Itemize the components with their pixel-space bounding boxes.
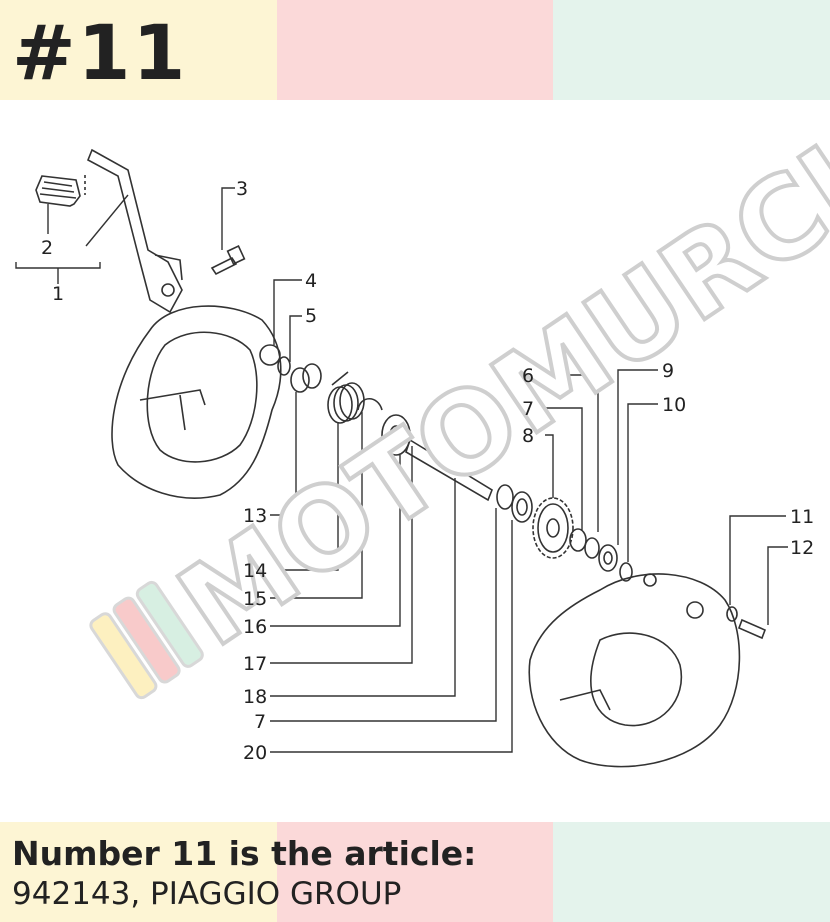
footer-band-yellow: [0, 822, 277, 922]
callout-12: 12: [790, 537, 814, 559]
callout-7-top: 7: [522, 398, 534, 420]
bushing-13: [290, 363, 322, 393]
callout-4: 4: [305, 270, 317, 292]
bearing-20: [511, 491, 533, 523]
gear-8: [532, 497, 574, 559]
washer-9: [598, 544, 618, 572]
washer-11: [726, 606, 738, 622]
callout-9: 9: [662, 360, 674, 382]
bolt-3: [210, 245, 246, 276]
page-title: #11: [12, 8, 188, 97]
header-band-green: [553, 0, 830, 100]
callout-8: 8: [522, 425, 534, 447]
retaining-ring-15: [357, 397, 383, 411]
footer-band-green: [553, 822, 830, 922]
rubber-grip: [35, 175, 86, 207]
left-crankcase-cover: [111, 305, 282, 499]
caption-line-2: 942143, PIAGGIO GROUP: [12, 876, 402, 912]
svg-text:MOTOMURCIA: MOTOMURCIA: [157, 100, 830, 672]
callout-13: 13: [243, 505, 267, 527]
header-band-yellow: [0, 0, 277, 100]
callout-7-bottom: 7: [254, 711, 266, 733]
callout-15: 15: [243, 588, 267, 610]
bolt-12: [737, 618, 767, 640]
callout-5: 5: [305, 305, 317, 327]
callout-11: 11: [790, 506, 814, 528]
shaft-18: [405, 438, 493, 502]
callout-16: 16: [243, 616, 267, 638]
washer-7: [496, 484, 514, 510]
bushing-5: [277, 356, 291, 376]
footer-band-pink: [277, 822, 553, 922]
callout-1: 1: [52, 283, 64, 305]
header-band-pink: [277, 0, 553, 100]
callout-14: 14: [243, 560, 267, 582]
callout-10: 10: [662, 394, 686, 416]
article-caption: Number 11 is the article: 942143, PIAGGI…: [12, 834, 476, 914]
callout-20: 20: [243, 742, 267, 764]
callout-6: 6: [522, 365, 534, 387]
watermark: MOTOMURCIA: [89, 100, 830, 700]
footer-band: [0, 822, 830, 922]
callout-2: 2: [41, 237, 53, 259]
header-band: [0, 0, 830, 100]
leader-lines: [15, 187, 788, 753]
callout-17: 17: [243, 653, 267, 675]
callout-3: 3: [236, 178, 248, 200]
caption-line-1: Number 11 is the article:: [12, 834, 477, 873]
circlip-10: [619, 562, 633, 582]
kick-lever: [86, 148, 183, 314]
gear-16: [381, 414, 411, 456]
spring-14: [327, 371, 365, 424]
right-crankcase: [528, 573, 741, 768]
washer-6: [569, 528, 600, 559]
callout-18: 18: [243, 686, 267, 708]
callout-labels: 1 2 3 4 5 6 7 8 9 10 11 12 13 14 15 16 1…: [41, 178, 814, 764]
exploded-parts-diagram: MOTOMURCIA 1 2 3 4 5 6 7 8 9 10 11 12 13…: [15, 100, 830, 768]
